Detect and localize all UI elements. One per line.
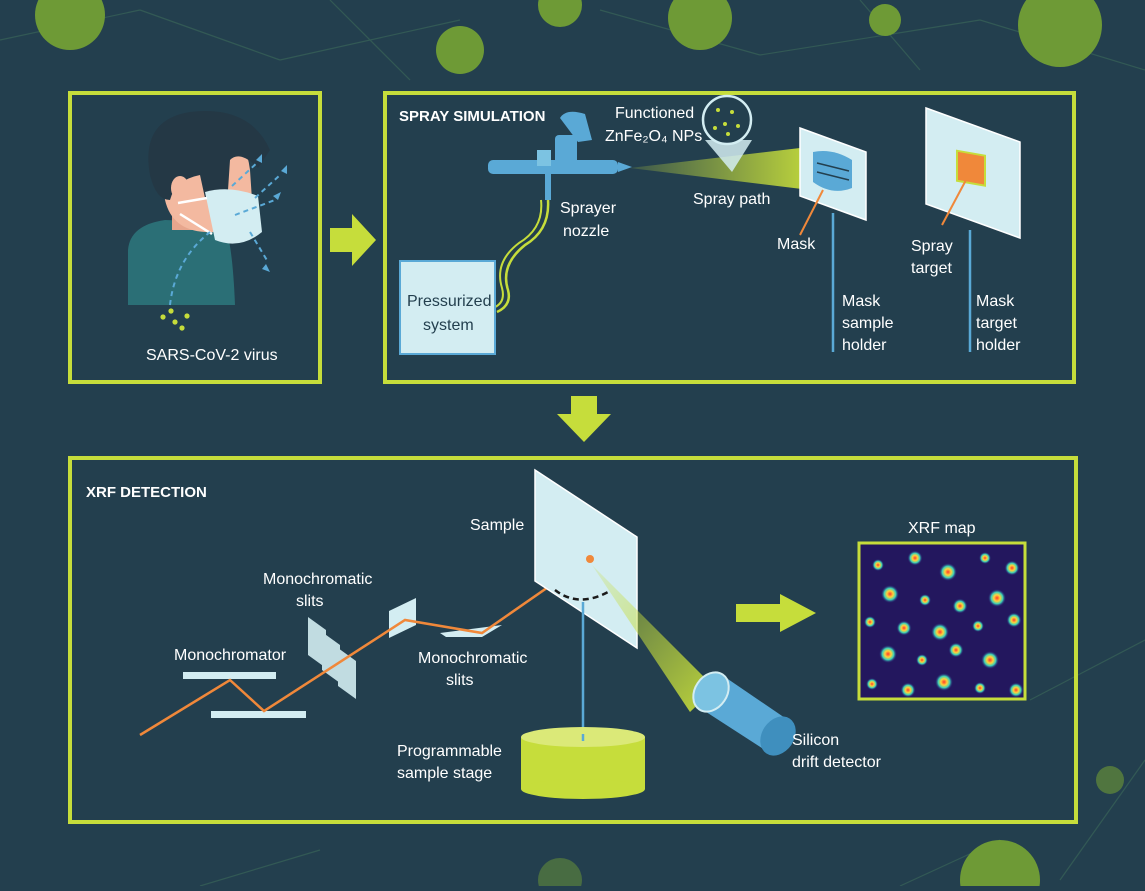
virus-label: SARS-CoV-2 virus <box>146 347 278 364</box>
xrf-hotspot <box>872 559 884 571</box>
sample-label: Sample <box>470 517 524 534</box>
mono-slits-top-2: slits <box>296 593 324 610</box>
np-label-1: Functioned <box>615 105 694 122</box>
xrf-hotspot <box>1004 560 1020 576</box>
spray-beam <box>630 148 810 190</box>
panel-xrf-frame <box>68 456 1078 824</box>
xrf-hotspot <box>919 594 931 606</box>
mask-holder-label-2: sample <box>842 315 894 332</box>
arrow-right-icon <box>330 214 376 266</box>
xrf-hotspot <box>988 589 1006 607</box>
xrf-hotspot <box>864 616 876 628</box>
xrf-hotspot <box>972 620 984 632</box>
xrf-hotspot <box>866 678 878 690</box>
xrf-hotspot <box>1008 682 1023 697</box>
xrf-hotspot <box>974 682 986 694</box>
fluorescence-beam <box>592 565 715 712</box>
target-holder-label-2: target <box>976 315 1017 332</box>
mono-slits-b <box>389 598 416 638</box>
stage-label-1: Programmable <box>397 743 502 760</box>
airbrush-icon <box>488 111 632 200</box>
target-holder-label-3: holder <box>976 337 1021 354</box>
xrf-hotspot <box>952 598 968 614</box>
target-holder-label-1: Mask <box>976 293 1015 310</box>
mask-holder-label-3: holder <box>842 337 887 354</box>
magnifier-icon <box>701 94 753 172</box>
xray-beam-path <box>139 556 591 737</box>
spray-path-label: Spray path <box>693 191 770 208</box>
xrf-hotspot <box>916 654 928 666</box>
mono-slits-bottom-2: slits <box>446 672 474 689</box>
xrf-title: XRF DETECTION <box>86 484 207 501</box>
xrf-hotspot <box>979 552 991 564</box>
xrf-hotspot <box>931 623 949 641</box>
detector-label-1: Silicon <box>792 732 839 749</box>
mono-slits-top-1: Monochromatic <box>263 571 372 588</box>
virus-icon-decor <box>35 0 1124 891</box>
target-label-1: Spray <box>911 238 953 255</box>
monochromator <box>183 672 306 718</box>
arrow-right-icon <box>736 594 816 632</box>
mono-slits-a <box>308 617 356 699</box>
xrf-hotspot <box>907 550 923 566</box>
xrf-hotspot <box>981 651 999 669</box>
pressurized-label-1: Pressurized <box>407 293 491 310</box>
xrf-hotspot <box>881 585 899 603</box>
detector-label-2: drift detector <box>792 754 882 771</box>
xrf-map-frame <box>857 541 1027 701</box>
xrf-hotspot <box>935 673 953 691</box>
air-hose <box>496 199 550 314</box>
xrf-map-spots <box>864 550 1023 697</box>
panel-spray-frame <box>383 91 1076 384</box>
xrf-hotspot <box>939 563 957 581</box>
xrf-hotspot <box>896 620 912 636</box>
np-label-2: ZnFe₂O₄ NPs <box>605 128 702 145</box>
monochromator-label: Monochromator <box>174 647 287 664</box>
target-label-2: target <box>911 260 952 277</box>
sample-plate <box>534 468 638 740</box>
pressurized-label-2: system <box>423 317 474 334</box>
detector-icon <box>692 671 796 756</box>
face-mask-icon <box>813 151 852 191</box>
mono-slits-bottom-1: Monochromatic <box>418 650 527 667</box>
stage-label-2: sample stage <box>397 765 492 782</box>
xrf-hotspot <box>1006 612 1022 628</box>
face-mask-icon <box>205 189 262 244</box>
panel-virus-frame <box>68 91 322 384</box>
arrow-down-icon <box>557 396 611 442</box>
xrf-hotspot <box>948 642 964 658</box>
mask-label: Mask <box>777 236 816 253</box>
person-illustration <box>128 111 287 331</box>
mask-holder <box>799 126 867 352</box>
xrf-map-title: XRF map <box>908 520 976 537</box>
spray-title: SPRAY SIMULATION <box>399 108 545 125</box>
sprayer-label-1: Sprayer <box>560 200 617 217</box>
pressurized-system-box <box>399 260 496 355</box>
xrf-hotspot <box>879 645 897 663</box>
mask-holder-label-1: Mask <box>842 293 881 310</box>
sample-stage <box>521 727 645 799</box>
xrf-hotspot <box>900 682 916 697</box>
spray-target-holder <box>925 106 1021 352</box>
sprayer-label-2: nozzle <box>563 223 609 240</box>
